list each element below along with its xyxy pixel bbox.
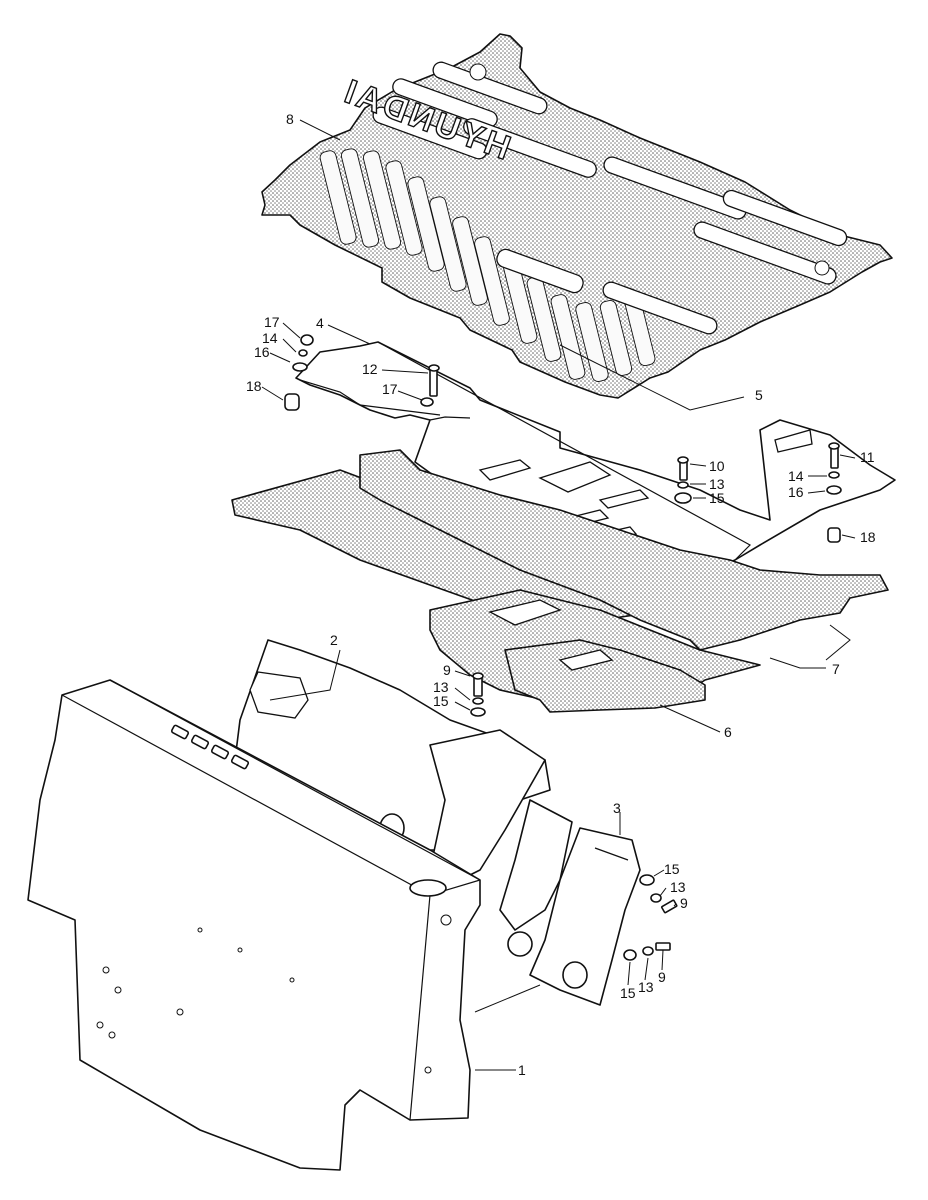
callout-4: 4 bbox=[316, 315, 324, 331]
callout-15-mid: 15 bbox=[709, 490, 725, 506]
seat-box-base bbox=[27, 679, 481, 1171]
washer-17-left bbox=[420, 397, 434, 407]
callout-16-left: 16 bbox=[254, 344, 270, 360]
callout-9-side2: 9 bbox=[658, 969, 666, 985]
washer-14-left bbox=[298, 349, 308, 357]
floor-plate bbox=[295, 341, 896, 576]
callout-18-right: 18 bbox=[860, 529, 876, 545]
callout-13-side2: 13 bbox=[638, 979, 654, 995]
bolt-11 bbox=[828, 442, 840, 469]
callout-9-upper: 9 bbox=[443, 662, 451, 678]
washer-16-left bbox=[292, 362, 308, 372]
washer-15-mid bbox=[674, 492, 692, 504]
callout-15-side2: 15 bbox=[620, 985, 636, 1001]
fasteners bbox=[284, 334, 842, 961]
callout-1: 1 bbox=[518, 1062, 526, 1078]
washer-16-right bbox=[826, 485, 842, 495]
callout-10: 10 bbox=[709, 458, 725, 474]
callout-6: 6 bbox=[724, 724, 732, 740]
callout-3: 3 bbox=[613, 800, 621, 816]
bolt-12 bbox=[428, 364, 440, 397]
callout-9-side1: 9 bbox=[680, 895, 688, 911]
callout-7: 7 bbox=[832, 661, 840, 677]
bolt-9-upper bbox=[472, 672, 484, 697]
callout-13-side1: 13 bbox=[670, 879, 686, 895]
side-bracket bbox=[529, 827, 641, 1006]
floor-mat: HYUNDAI bbox=[261, 33, 893, 399]
callout-18-left: 18 bbox=[246, 378, 262, 394]
washer-15-upper bbox=[470, 707, 486, 717]
leader-lines bbox=[261, 119, 856, 1071]
callout-17-top: 17 bbox=[264, 314, 280, 330]
insulation-boards bbox=[231, 449, 889, 713]
callout-14-left: 14 bbox=[262, 330, 278, 346]
mat-grooves bbox=[372, 61, 848, 335]
washer-14-right bbox=[828, 471, 840, 479]
grommet-18-left bbox=[284, 393, 300, 411]
side-hardware-row2 bbox=[623, 942, 671, 961]
bolt-10 bbox=[677, 456, 689, 481]
callout-12: 12 bbox=[362, 361, 378, 377]
callout-11: 11 bbox=[860, 449, 875, 465]
callout-16-right: 16 bbox=[788, 484, 804, 500]
vent-slots bbox=[170, 724, 250, 770]
callout-17-mid: 17 bbox=[382, 381, 398, 397]
callout-14-right: 14 bbox=[788, 468, 804, 484]
callout-13-upper: 13 bbox=[433, 679, 449, 695]
callout-13-mid: 13 bbox=[709, 476, 725, 492]
callout-15-upper: 15 bbox=[433, 693, 449, 709]
callout-labels: 1 2 3 4 5 6 7 8 9 9 9 10 11 12 13 13 13 … bbox=[246, 111, 876, 1078]
washer-13-mid bbox=[677, 481, 689, 489]
callout-15-side1: 15 bbox=[664, 861, 680, 877]
callout-2: 2 bbox=[330, 632, 338, 648]
washer-13-upper bbox=[472, 697, 484, 705]
grommet-18-right bbox=[827, 527, 841, 543]
callout-5: 5 bbox=[755, 387, 763, 403]
side-hardware-row1 bbox=[639, 874, 678, 914]
screw-17-top bbox=[300, 334, 314, 346]
callout-8: 8 bbox=[286, 111, 294, 127]
